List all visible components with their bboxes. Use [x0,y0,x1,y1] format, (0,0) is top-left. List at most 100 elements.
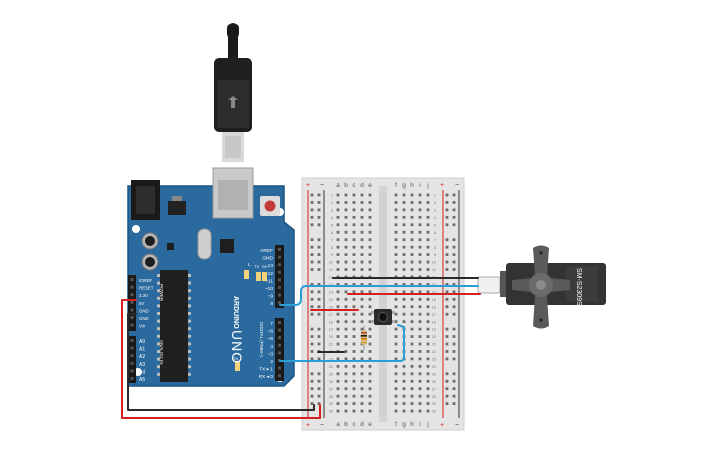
rail-hole[interactable] [452,394,456,398]
header-pin[interactable] [278,366,281,370]
breadboard-hole[interactable] [426,394,430,398]
rail-hole[interactable] [445,283,449,286]
rail-hole[interactable] [317,245,321,249]
header-pin[interactable] [278,351,281,355]
breadboard-hole[interactable] [352,409,356,413]
rail-hole[interactable] [317,342,321,346]
breadboard-hole[interactable] [394,275,398,279]
rail-hole[interactable] [452,283,456,286]
rail-hole[interactable] [310,201,314,204]
breadboard-hole[interactable] [410,372,414,376]
rail-hole[interactable] [317,193,321,197]
breadboard-hole[interactable] [360,387,364,391]
breadboard-hole[interactable] [426,379,430,383]
breadboard-hole[interactable] [410,357,414,361]
breadboard-hole[interactable] [336,372,340,376]
breadboard-hole[interactable] [394,223,398,227]
breadboard-hole[interactable] [394,260,398,264]
breadboard-hole[interactable] [426,364,430,368]
breadboard-hole[interactable] [352,193,356,197]
breadboard-hole[interactable] [394,387,398,391]
rail-hole[interactable] [452,297,456,301]
breadboard-hole[interactable] [344,245,348,249]
breadboard-hole[interactable] [344,230,348,234]
breadboard-hole[interactable] [344,402,348,405]
rail-hole[interactable] [452,290,456,294]
rail-hole[interactable] [317,312,321,316]
breadboard-hole[interactable] [418,379,422,383]
breadboard-hole[interactable] [344,364,348,368]
breadboard-hole[interactable] [344,193,348,197]
breadboard-hole[interactable] [426,215,430,219]
rail-hole[interactable] [445,253,449,256]
rail-hole[interactable] [452,357,456,361]
rail-hole[interactable] [452,305,456,309]
rail-hole[interactable] [445,335,449,338]
breadboard-hole[interactable] [410,394,414,398]
breadboard-hole[interactable] [426,230,430,234]
breadboard-hole[interactable] [426,312,430,316]
breadboard-hole[interactable] [426,357,430,361]
breadboard-hole[interactable] [360,357,364,361]
breadboard-hole[interactable] [394,372,398,376]
breadboard-hole[interactable] [360,223,364,227]
rail-hole[interactable] [310,394,314,398]
breadboard-hole[interactable] [368,275,372,279]
breadboard-hole[interactable] [360,394,364,398]
breadboard-hole[interactable] [360,372,364,376]
breadboard-hole[interactable] [418,320,422,324]
breadboard-hole[interactable] [394,208,398,212]
breadboard-hole[interactable] [410,223,414,227]
breadboard-hole[interactable] [402,253,406,256]
breadboard-hole[interactable] [402,290,406,294]
usb-cable[interactable] [214,23,252,162]
breadboard-hole[interactable] [418,409,422,413]
header-pin[interactable] [130,300,134,304]
breadboard-hole[interactable] [410,409,414,413]
breadboard-hole[interactable] [426,260,430,264]
header-pin[interactable] [130,293,134,297]
breadboard-hole[interactable] [402,201,406,204]
breadboard-hole[interactable] [426,387,430,391]
rail-hole[interactable] [445,342,449,346]
breadboard-hole[interactable] [410,283,414,286]
breadboard-hole[interactable] [410,342,414,346]
breadboard-hole[interactable] [426,409,430,413]
breadboard-hole[interactable] [418,208,422,212]
breadboard-hole[interactable] [402,245,406,249]
breadboard-hole[interactable] [402,297,406,301]
breadboard-hole[interactable] [402,208,406,212]
rail-hole[interactable] [445,245,449,249]
breadboard-hole[interactable] [336,268,340,271]
resistor[interactable] [361,326,367,350]
breadboard-hole[interactable] [368,305,372,309]
rail-hole[interactable] [310,253,314,256]
header-pin[interactable] [130,354,134,358]
breadboard-hole[interactable] [394,297,398,301]
breadboard-hole[interactable] [344,215,348,219]
breadboard-hole[interactable] [344,283,348,286]
header-pin[interactable] [278,321,281,324]
rail-hole[interactable] [317,268,321,271]
breadboard-hole[interactable] [410,402,414,405]
header-pin[interactable] [130,361,134,365]
breadboard-hole[interactable] [418,260,422,264]
rail-hole[interactable] [310,297,314,301]
breadboard-hole[interactable] [418,215,422,219]
breadboard-hole[interactable] [418,372,422,376]
breadboard-hole[interactable] [418,335,422,338]
rail-hole[interactable] [310,335,314,338]
breadboard-hole[interactable] [336,297,340,301]
breadboard-hole[interactable] [352,238,356,242]
rail-hole[interactable] [452,201,456,204]
breadboard-hole[interactable] [410,364,414,368]
rail-hole[interactable] [317,387,321,391]
rail-hole[interactable] [317,372,321,376]
breadboard-hole[interactable] [352,364,356,368]
breadboard-hole[interactable] [352,350,356,353]
rail-hole[interactable] [310,283,314,286]
breadboard-hole[interactable] [394,268,398,271]
breadboard-hole[interactable] [402,312,406,316]
rail-hole[interactable] [452,193,456,197]
breadboard-hole[interactable] [410,297,414,301]
